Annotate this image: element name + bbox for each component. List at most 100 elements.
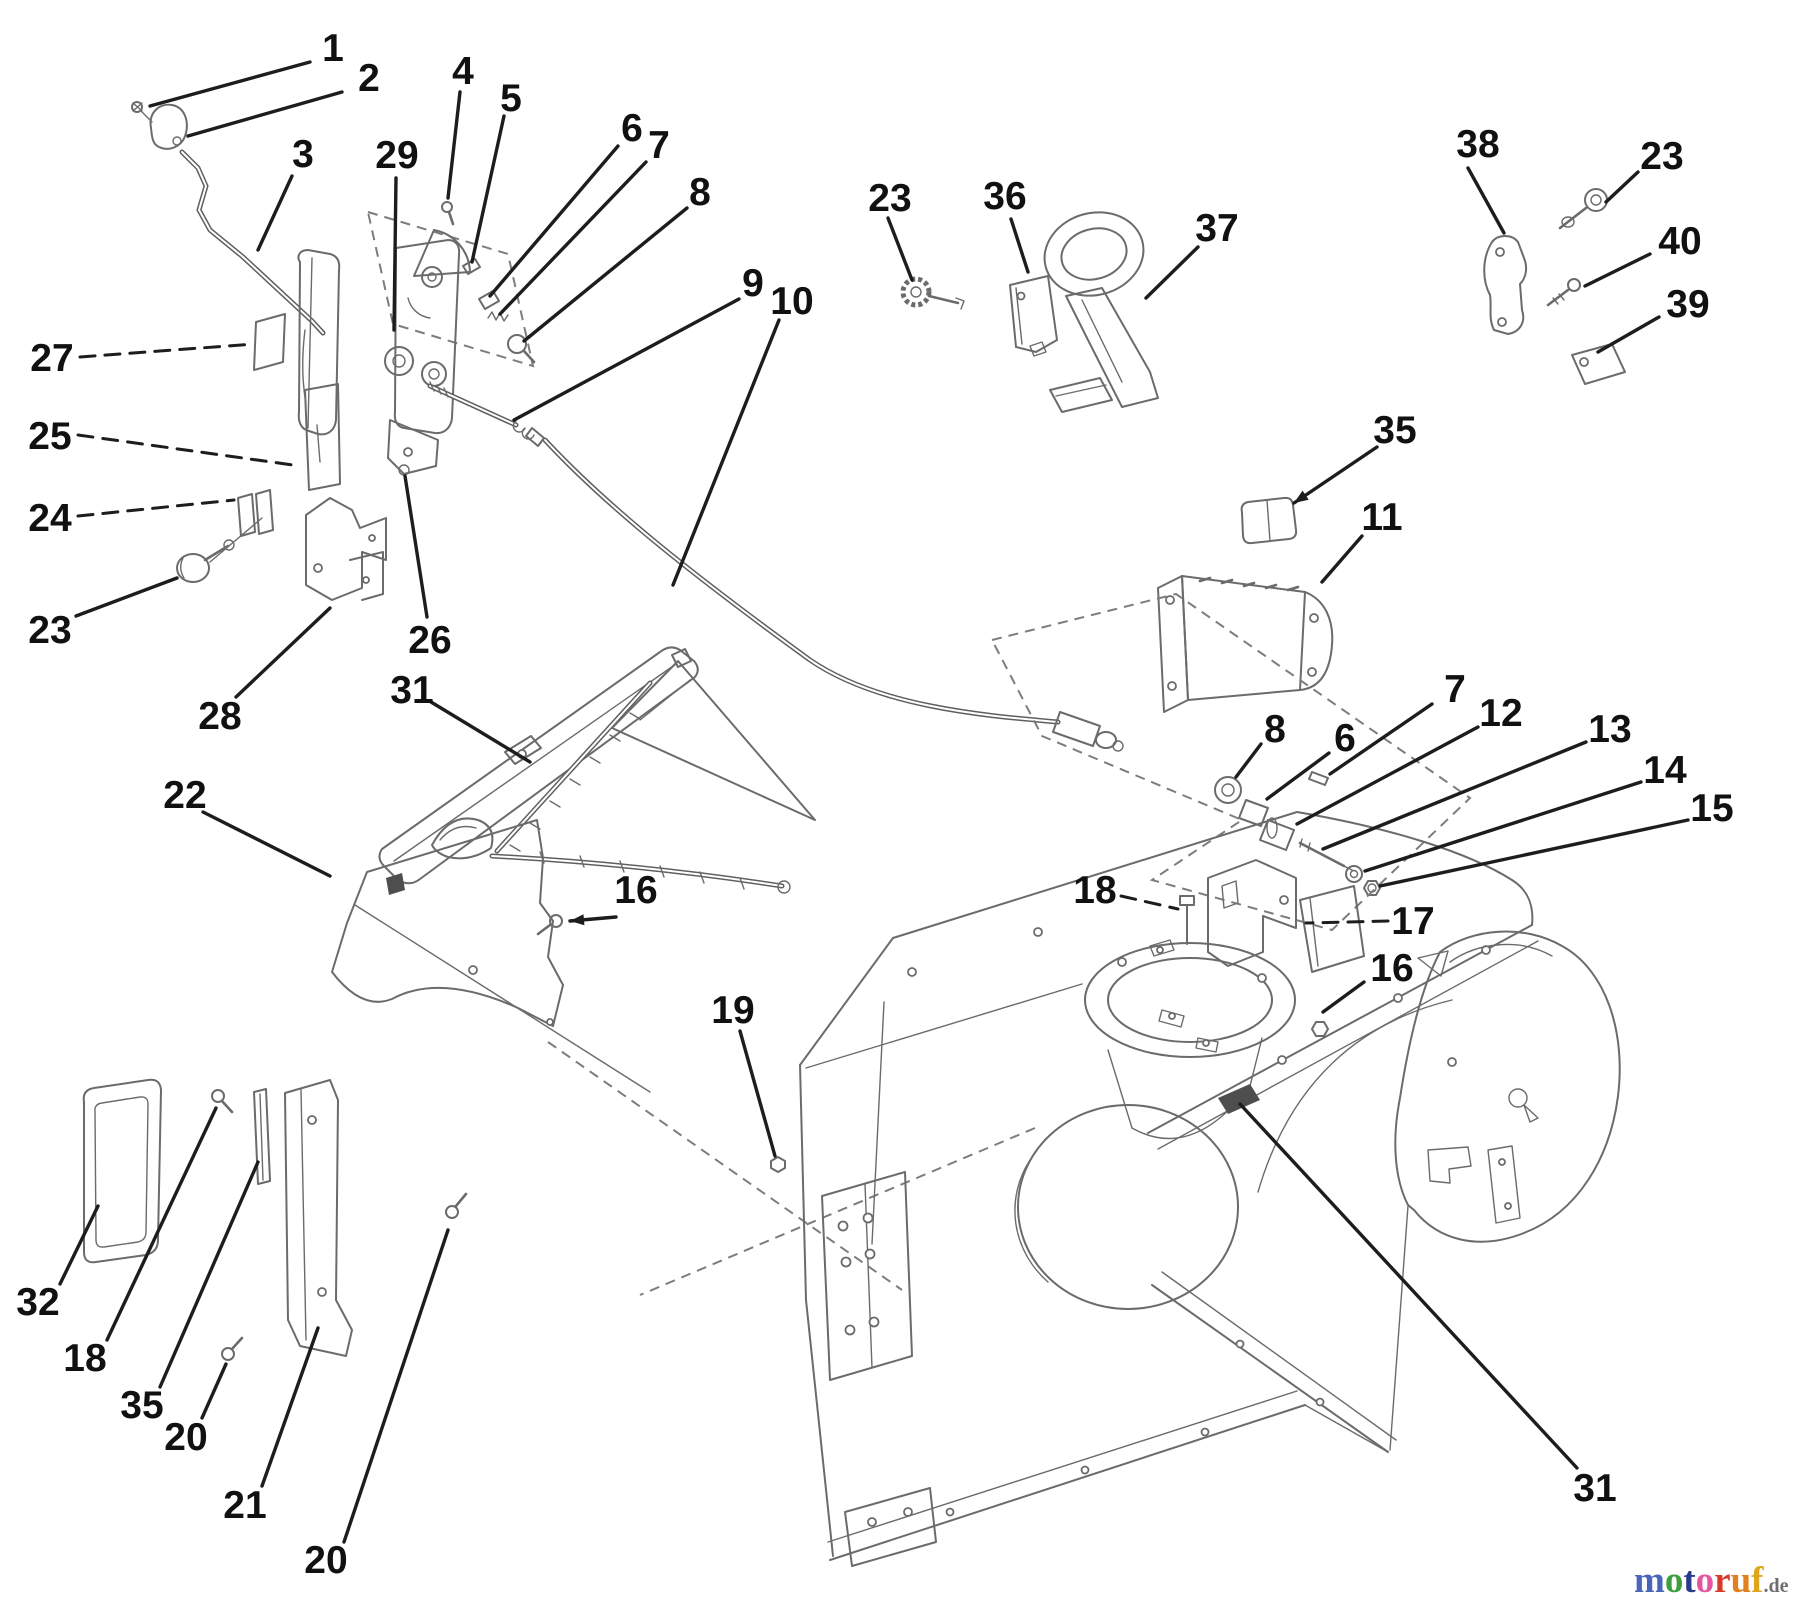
handle-grip-part: [1043, 211, 1159, 413]
leader-line-21-part-25: [76, 433, 302, 468]
leader-line-18-part-35: [1292, 445, 1379, 505]
leader-line-23-part-23: [74, 576, 179, 618]
callout-label-39-part-19: 19: [711, 989, 754, 1032]
callout-label-28-part-16: 16: [614, 869, 657, 912]
callout-label-19-part-11: 11: [1361, 496, 1402, 539]
latch-bracket-part: [1483, 235, 1528, 335]
callout-label-9-part-9: 9: [742, 262, 764, 305]
brand-letter-0: m: [1634, 1560, 1665, 1601]
callout-label-13-part-37: 37: [1195, 207, 1238, 250]
flange-nut-19: [770, 1156, 786, 1173]
leader-line-12-part-36: [1009, 217, 1030, 274]
leader-line-4-part-4: [446, 90, 462, 200]
callout-label-12-part-36: 36: [983, 175, 1026, 218]
callout-label-23-part-23: 23: [28, 609, 71, 652]
decal-part: [253, 313, 286, 371]
callout-label-27-part-22: 22: [163, 774, 206, 817]
leader-line-1-part-2: [186, 90, 344, 138]
leader-line-11-part-23: [886, 216, 914, 282]
strike-plate-part: [1571, 343, 1626, 385]
callout-label-40-part-32: 32: [16, 1281, 59, 1324]
dashed-kit-outline: [990, 592, 1472, 932]
cable-end-fasteners: [1052, 711, 1381, 896]
leader-line-25-part-26: [403, 474, 429, 619]
callout-label-25-part-26: 26: [408, 619, 451, 662]
callout-label-16-part-40: 40: [1658, 220, 1701, 263]
leader-line-46-part-31: [1238, 1102, 1579, 1470]
leader-line-32-part-12: [1295, 725, 1480, 826]
leader-line-8-part-8: [522, 206, 689, 343]
flange-nut-right: [1311, 1021, 1329, 1037]
callout-label-8-part-8: 8: [689, 171, 711, 214]
callout-label-35-part-15: 15: [1690, 787, 1733, 830]
callout-label-46-part-31: 31: [1573, 1467, 1616, 1510]
callout-label-7-part-7: 7: [648, 124, 670, 167]
leader-line-36-part-18: [1119, 894, 1180, 911]
leader-line-29-part-8: [1234, 742, 1263, 779]
leader-line-35-part-15: [1378, 818, 1690, 888]
leader-line-22-part-24: [76, 498, 236, 518]
dashed-ref-line-2: [639, 1127, 1036, 1296]
leader-line-14-part-38: [1466, 166, 1506, 235]
dashed-ref-line-1: [547, 1041, 903, 1291]
leader-line-38-part-16: [1321, 980, 1366, 1014]
callout-label-4-part-4: 4: [452, 50, 474, 93]
brand-letter-4: r: [1714, 1560, 1730, 1601]
callout-label-18-part-35: 35: [1373, 409, 1416, 452]
idler-bracket-part: [1179, 859, 1365, 973]
callout-label-2-part-3: 3: [292, 133, 314, 176]
leader-line-19-part-11: [1320, 534, 1364, 584]
callout-label-11-part-23: 23: [868, 177, 911, 220]
cable-bracket-part: [1157, 575, 1334, 713]
leader-line-26-part-31: [429, 700, 532, 764]
leader-line-45-part-20: [342, 1228, 450, 1544]
screw-16-left: [536, 914, 563, 936]
brand-logo-letters: motoruf: [1634, 1560, 1764, 1601]
leader-arrowhead-18: [1294, 490, 1309, 503]
brand-logo: motoruf.de: [1634, 1560, 1789, 1601]
shift-rod-part: [179, 149, 326, 336]
callout-label-44-part-21: 21: [223, 1484, 266, 1527]
parts-layer: [82, 101, 1626, 1567]
callout-label-37-part-17: 17: [1391, 900, 1434, 943]
callout-label-34-part-14: 14: [1643, 749, 1687, 792]
leader-line-5-part-5: [470, 114, 506, 264]
brand-letter-2: t: [1683, 1560, 1696, 1601]
screw-part-40: [1546, 278, 1581, 307]
callout-label-15-part-23: 23: [1640, 135, 1683, 178]
leader-line-41-part-18: [105, 1106, 218, 1342]
callout-label-41-part-18: 18: [63, 1337, 106, 1380]
control-bracket-part: [384, 229, 471, 475]
brand-letter-5: u: [1731, 1560, 1752, 1601]
leader-line-37-part-17: [1304, 919, 1390, 925]
deflector-panel-assembly: [378, 646, 816, 894]
side-panel-part-21: [284, 1079, 353, 1357]
key-knob-part: [900, 276, 965, 310]
leader-line-20-part-27: [78, 342, 256, 359]
brand-letter-3: o: [1696, 1560, 1715, 1601]
dashed-plate-outline: [366, 210, 535, 368]
leader-line-42-part-35: [158, 1160, 260, 1389]
callout-label-31-part-7: 7: [1444, 668, 1466, 711]
leader-line-27-part-22: [201, 810, 332, 878]
leader-line-30-part-6: [1265, 751, 1331, 801]
fastener-cluster-upper: [441, 201, 536, 364]
leader-lines-layer: [58, 60, 1690, 1544]
callout-label-20-part-27: 27: [30, 337, 73, 380]
callout-label-21-part-25: 25: [28, 415, 71, 458]
leader-line-44-part-21: [260, 1326, 320, 1488]
callout-label-1-part-2: 2: [358, 57, 380, 100]
callout-label-38-part-16: 16: [1370, 947, 1413, 990]
leader-line-34-part-14: [1363, 780, 1643, 873]
leader-line-15-part-23: [1604, 170, 1640, 204]
leader-line-10-part-10: [671, 318, 781, 587]
leader-line-24-part-28: [234, 606, 332, 699]
callout-label-0-part-1: 1: [322, 27, 344, 70]
callout-label-30-part-6: 6: [1334, 717, 1356, 760]
callout-label-3-part-29: 29: [375, 134, 418, 177]
mount-bracket-part: [305, 464, 410, 601]
leader-line-13-part-37: [1144, 245, 1200, 300]
